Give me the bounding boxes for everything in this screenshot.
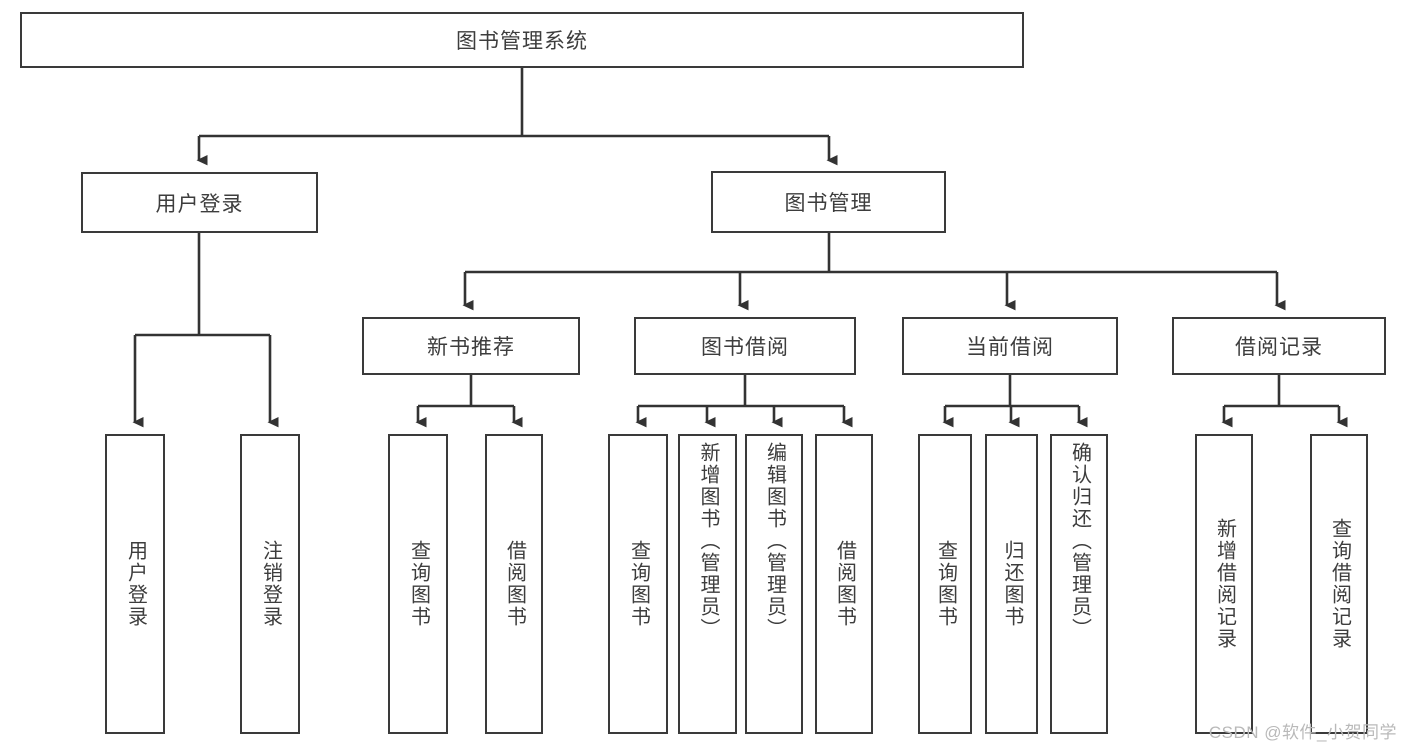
node-label: 借阅图书 [503,540,526,628]
node-root-root[interactable]: 图书管理系统 [20,12,1024,68]
node-leaf-leaf-query-book-rec[interactable]: 查询图书 [388,434,448,734]
node-level3-book-borrow[interactable]: 图书借阅 [634,317,856,375]
node-label: 编辑图书（管理员） [763,442,786,640]
node-level3-borrow-record[interactable]: 借阅记录 [1172,317,1386,375]
node-label: 查询图书 [934,540,957,628]
node-leaf-leaf-edit-book[interactable]: 编辑图书（管理员） [745,434,803,734]
node-leaf-leaf-user-login[interactable]: 用户登录 [105,434,165,734]
edges-group [132,68,1348,428]
node-label: 查询图书 [407,540,430,628]
node-label: 借阅图书 [833,540,856,628]
node-leaf-leaf-borrow-book[interactable]: 借阅图书 [815,434,873,734]
node-label: 图书管理系统 [456,30,588,53]
node-leaf-leaf-logout[interactable]: 注销登录 [240,434,300,734]
node-label: 新增借阅记录 [1213,518,1236,650]
node-label: 借阅记录 [1235,336,1323,359]
node-leaf-leaf-confirm-return[interactable]: 确认归还（管理员） [1050,434,1108,734]
node-label: 查询图书 [627,540,650,628]
node-level3-new-book-rec[interactable]: 新书推荐 [362,317,580,375]
node-label: 查询借阅记录 [1328,518,1351,650]
node-leaf-leaf-query-book-cur[interactable]: 查询图书 [918,434,972,734]
node-leaf-leaf-add-book[interactable]: 新增图书（管理员） [678,434,737,734]
node-label: 用户登录 [124,540,147,628]
node-label: 注销登录 [259,540,282,628]
watermark-label: CSDN @软件_小贺同学 [1208,723,1397,742]
node-leaf-leaf-return-book[interactable]: 归还图书 [985,434,1038,734]
node-label: 新书推荐 [427,336,515,359]
node-label: 图书借阅 [701,336,789,359]
node-label: 新增图书（管理员） [697,442,719,640]
node-leaf-leaf-query-record[interactable]: 查询借阅记录 [1310,434,1368,734]
node-label: 当前借阅 [966,336,1054,359]
node-leaf-leaf-query-book[interactable]: 查询图书 [608,434,668,734]
node-label: 图书管理 [784,192,873,215]
node-label: 归还图书 [1001,540,1023,628]
node-level2-book-manage[interactable]: 图书管理 [711,171,946,233]
node-level2-user-login[interactable]: 用户登录 [81,172,318,233]
node-label: 用户登录 [155,192,244,216]
node-leaf-leaf-borrow-book-rec[interactable]: 借阅图书 [485,434,543,734]
node-level3-current-borrow[interactable]: 当前借阅 [902,317,1118,375]
node-label: 确认归还（管理员） [1068,442,1091,640]
node-leaf-leaf-add-record[interactable]: 新增借阅记录 [1195,434,1253,734]
